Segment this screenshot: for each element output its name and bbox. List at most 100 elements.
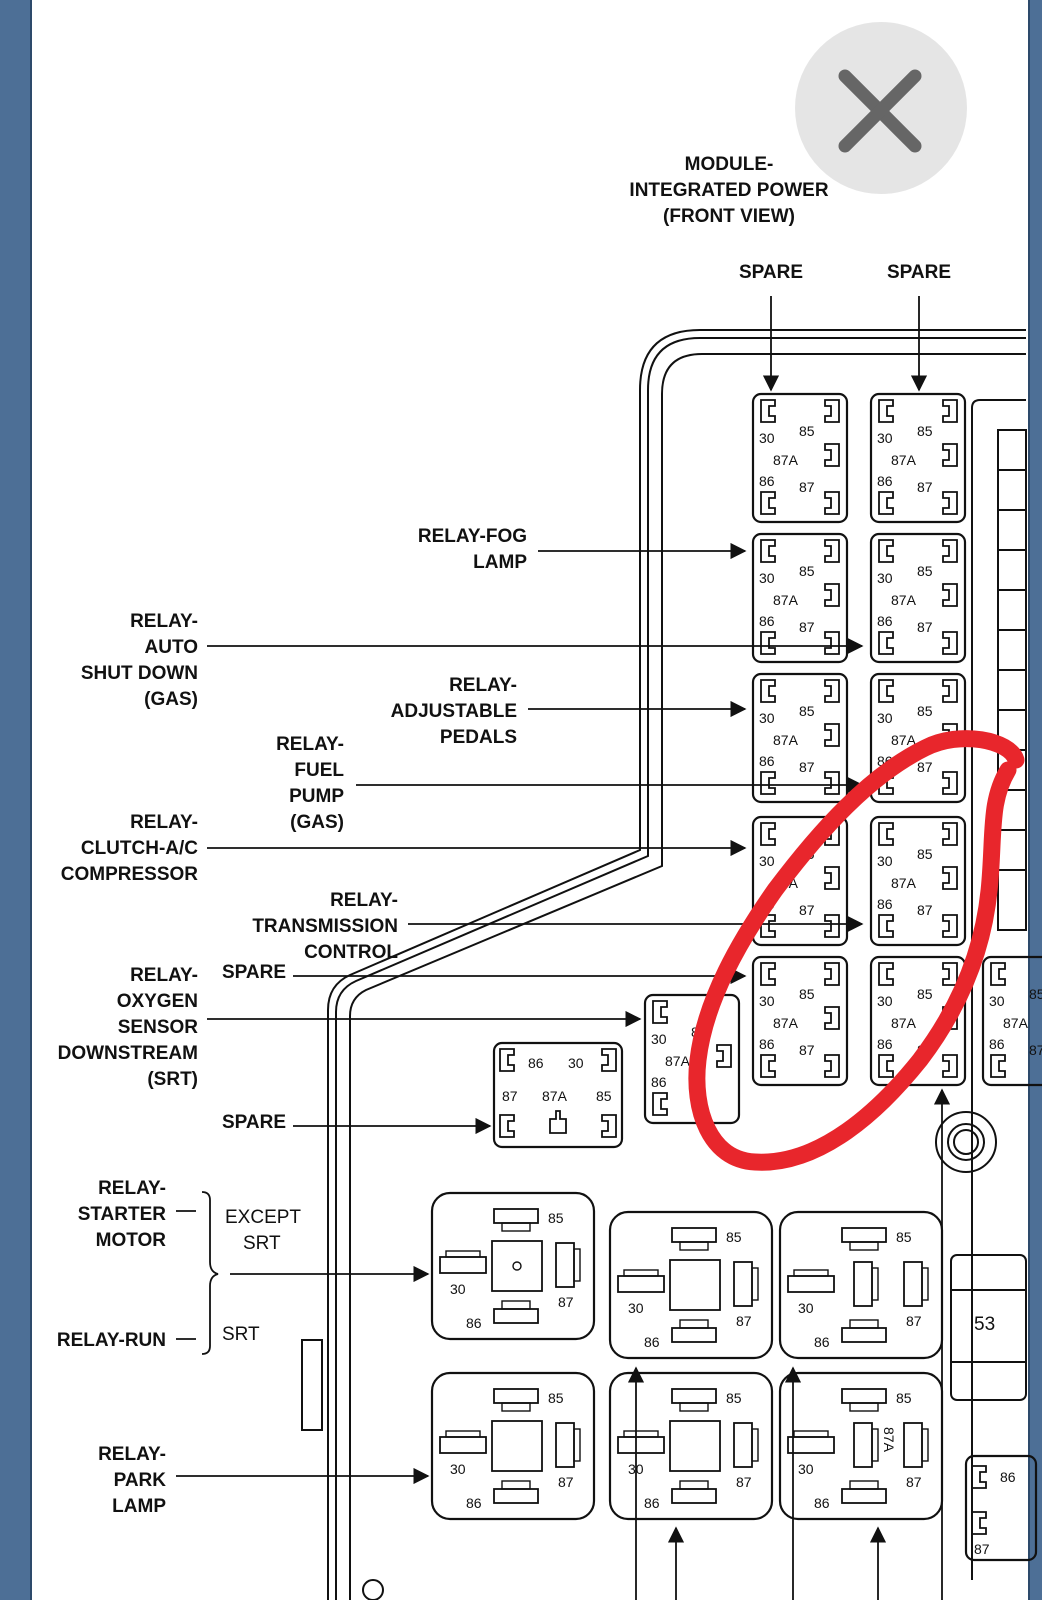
pin-87a-label: 87A	[891, 732, 917, 748]
pin-87-label: 87	[974, 1541, 990, 1557]
pin-85-label: 85	[548, 1390, 564, 1406]
pin-30-label: 30	[651, 1031, 667, 1047]
pin-86-label: 86	[644, 1334, 660, 1350]
pin-85-label: 85	[596, 1088, 612, 1104]
pin-30-label: 30	[759, 430, 775, 446]
pin-30-label: 30	[759, 993, 775, 1009]
pin-85-label: 85	[1029, 986, 1042, 1002]
svg-text:FUEL: FUEL	[294, 760, 344, 781]
pin-86-label: 86	[759, 473, 775, 489]
pin-85-label: 85	[799, 986, 815, 1002]
label-spare-top-right: SPARE	[887, 262, 951, 283]
svg-text:RELAY-: RELAY-	[98, 1444, 166, 1465]
svg-text:TRANSMISSION: TRANSMISSION	[252, 916, 398, 937]
label-srt: SRT	[222, 1324, 260, 1345]
pin-87-label: 87	[1029, 1042, 1042, 1058]
label-spare-mid: SPARE	[222, 962, 286, 983]
label-transmission-control: RELAY- TRANSMISSION CONTROL	[252, 890, 398, 963]
svg-text:CLUTCH-A/C: CLUTCH-A/C	[81, 838, 198, 859]
label-oxygen-sensor: RELAY- OXYGEN SENSOR DOWNSTREAM (SRT)	[58, 965, 199, 1090]
svg-text:SHUT DOWN: SHUT DOWN	[81, 663, 198, 684]
pin-87-label: 87	[917, 619, 933, 635]
svg-text:RELAY-: RELAY-	[449, 675, 517, 696]
pin-87a-label: 87A	[773, 732, 799, 748]
pin-30-label: 30	[798, 1300, 814, 1316]
housing-outline	[327, 329, 1026, 1600]
pin-86-label: 86	[528, 1055, 544, 1071]
pin-87-label: 87	[799, 1042, 815, 1058]
pin-30-label: 30	[759, 570, 775, 586]
large-relay-row: 8530878685308786853087868530878685308786…	[430, 1191, 1038, 1562]
pin-86-label: 86	[814, 1495, 830, 1511]
pin-85-label: 85	[917, 563, 933, 579]
pin-87a-label: 87A	[773, 452, 799, 468]
label-park-lamp: RELAY- PARK LAMP	[98, 1444, 166, 1517]
pin-86-label: 86	[814, 1334, 830, 1350]
svg-text:SRT: SRT	[243, 1233, 281, 1254]
svg-text:COMPRESSOR: COMPRESSOR	[61, 864, 199, 885]
pin-87-label: 87	[799, 479, 815, 495]
pin-87a-label: 87A	[1003, 1015, 1029, 1031]
svg-text:SENSOR: SENSOR	[118, 1017, 199, 1038]
pin-30-label: 30	[877, 993, 893, 1009]
pin-87a-label: 87A	[542, 1088, 568, 1104]
pin-87-label: 87	[736, 1474, 752, 1490]
pin-85-label: 85	[917, 986, 933, 1002]
pin-87-label: 87	[799, 759, 815, 775]
pin-86-label: 86	[877, 896, 893, 912]
svg-text:ADJUSTABLE: ADJUSTABLE	[391, 701, 517, 722]
pin-87-label: 87	[736, 1313, 752, 1329]
pin-85-label: 85	[726, 1229, 742, 1245]
red-annotation-circle	[688, 730, 1025, 1171]
pin-87-label: 87	[558, 1474, 574, 1490]
svg-text:RELAY-: RELAY-	[98, 1178, 166, 1199]
label-relay-run: RELAY-RUN	[57, 1330, 166, 1351]
pin-87a-label: 87A	[891, 452, 917, 468]
pin-85-label: 85	[917, 703, 933, 719]
module-title-line-3: (FRONT VIEW)	[663, 206, 795, 227]
pin-86-label: 86	[1000, 1469, 1016, 1485]
pin-30-label: 30	[877, 853, 893, 869]
pin-86-label: 86	[877, 1036, 893, 1052]
pin-87-label: 87	[906, 1474, 922, 1490]
label-spare-low: SPARE	[222, 1112, 286, 1133]
pin-85-label: 85	[917, 423, 933, 439]
pin-30-label: 30	[568, 1055, 584, 1071]
svg-text:RELAY-: RELAY-	[276, 734, 344, 755]
pin-87-label: 87	[799, 902, 815, 918]
pin-87a-label: 87A	[891, 1015, 917, 1031]
pin-30-label: 30	[877, 570, 893, 586]
pin-86-label: 86	[651, 1074, 667, 1090]
svg-text:RELAY-: RELAY-	[130, 965, 198, 986]
pin-87a-label: 87A	[665, 1053, 691, 1069]
pin-30-label: 30	[450, 1281, 466, 1297]
pin-87a-label: 87A	[881, 1427, 897, 1453]
pin-86-label: 86	[466, 1315, 482, 1331]
pin-85-label: 85	[896, 1390, 912, 1406]
close-button[interactable]	[795, 22, 967, 194]
module-title-line-2: INTEGRATED POWER	[629, 180, 828, 201]
svg-text:EXCEPT: EXCEPT	[225, 1207, 301, 1228]
label-fog-lamp: RELAY-FOG LAMP	[418, 526, 527, 573]
pin-87-label: 87	[799, 619, 815, 635]
svg-text:PEDALS: PEDALS	[440, 727, 517, 748]
pin-87-label: 87	[906, 1313, 922, 1329]
svg-text:PUMP: PUMP	[289, 786, 344, 807]
pin-86-label: 86	[989, 1036, 1005, 1052]
pin-86-label: 86	[644, 1495, 660, 1511]
svg-text:(SRT): (SRT)	[147, 1069, 198, 1090]
pin-87a-label: 87A	[773, 1015, 799, 1031]
